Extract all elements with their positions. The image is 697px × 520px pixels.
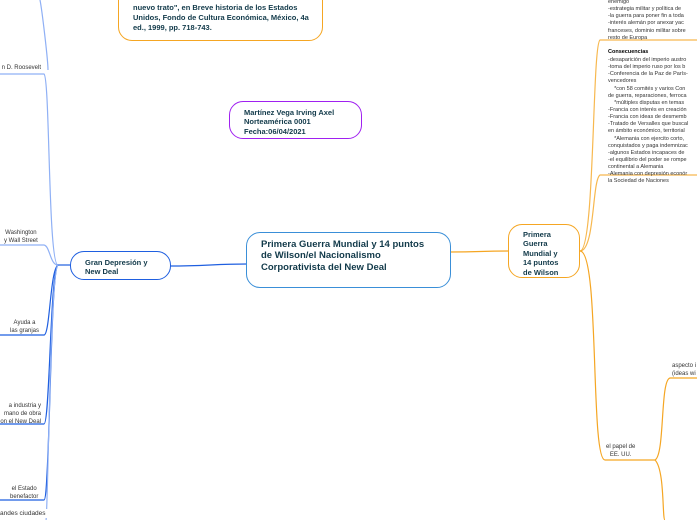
reference-text: nuevo trato", en Breve historia de los E…	[133, 3, 309, 32]
subtopic-granjas[interactable]: Ayuda a las granjas	[10, 320, 40, 334]
subtopic-aspecto[interactable]: aspecto i (ideas wi	[672, 363, 697, 377]
subtopic-ciudades[interactable]: andes ciudades	[0, 509, 48, 518]
subtopic-roosevelt[interactable]: n D. Roosevelt	[1, 65, 41, 71]
subtopic-industria[interactable]: a industria y mano de obra on el New Dea…	[0, 403, 41, 425]
author-group: Norteamérica 0001	[244, 117, 311, 127]
top-text[interactable]: enemigo -estrategia militar y política d…	[608, 0, 686, 41]
right-branch-node[interactable]: Primera Guerra Mundial y 14 puntos de Wi…	[508, 224, 580, 278]
author-node[interactable]: Martínez Vega Irving Axel Norteamérica 0…	[229, 101, 362, 139]
subtopic-washington[interactable]: Washington y Wall Street	[4, 230, 38, 244]
author-name: Martínez Vega Irving Axel	[244, 108, 335, 117]
right-branch-label: Primera Guerra Mundial y 14 puntos de Wi…	[523, 230, 559, 277]
consecuencias-text[interactable]: -desaparición del imperio austro -toma d…	[608, 57, 689, 185]
left-branch-label: Gran Depresión y New Deal	[85, 258, 148, 277]
consecuencias-title: Consecuencias	[608, 49, 649, 55]
author-date: Fecha:06/04/2021	[244, 126, 306, 136]
central-title: Primera Guerra Mundial y 14 puntos de Wi…	[261, 239, 425, 273]
subtopic-papel[interactable]: el papel de EE. UU.	[606, 444, 636, 458]
central-topic[interactable]: Primera Guerra Mundial y 14 puntos de Wi…	[246, 232, 451, 288]
reference-node[interactable]: nuevo trato", en Breve historia de los E…	[118, 0, 323, 41]
subtopic-estado[interactable]: el Estado benefactor	[10, 486, 39, 500]
left-branch-node[interactable]: Gran Depresión y New Deal	[70, 251, 171, 280]
